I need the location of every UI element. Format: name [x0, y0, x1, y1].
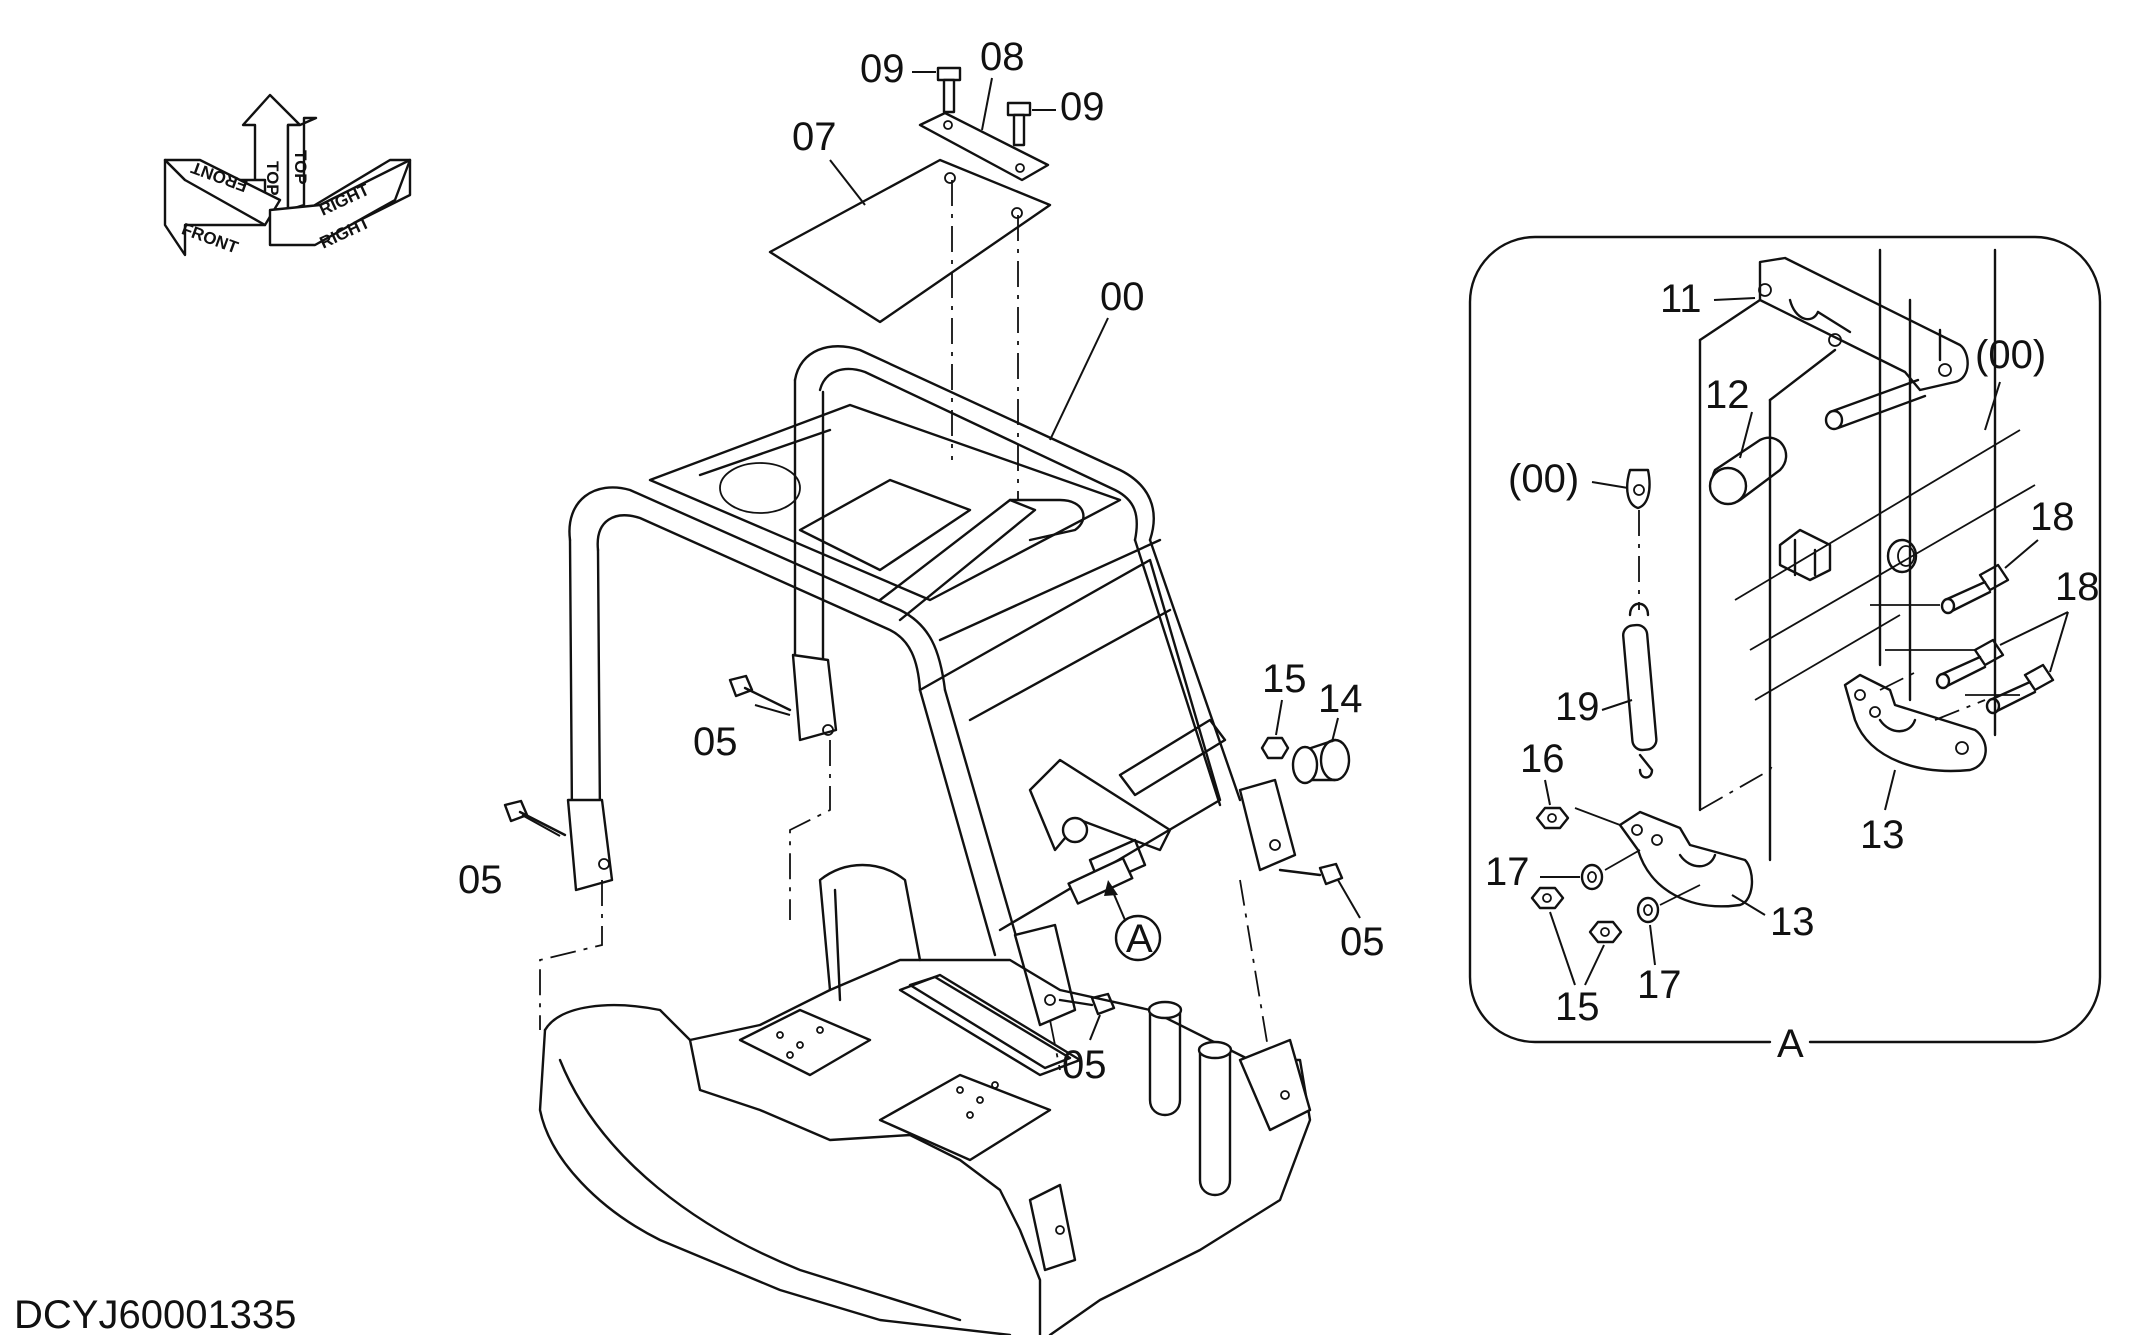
handle-grip	[1708, 436, 1788, 506]
drawing-code: DCYJ60001335	[14, 1293, 296, 1335]
part-label-00: 00	[1100, 275, 1145, 319]
leader-line	[1584, 944, 1605, 986]
leader-line	[1984, 381, 2001, 431]
leader-line	[1049, 317, 1109, 441]
assembly-line	[1879, 669, 1921, 691]
part-label-15: 15	[1262, 657, 1307, 701]
part-label-18: 18	[2030, 495, 2075, 539]
assembly-line	[1768, 348, 1837, 402]
leader-line	[1999, 611, 2069, 646]
bolt-icon	[1006, 101, 1032, 147]
leader-line	[2004, 539, 2039, 569]
leader-line	[521, 814, 561, 837]
detail-a-callout: A	[1104, 880, 1162, 962]
part-label-08: 08	[980, 35, 1025, 79]
detail-a-callout-letter: A	[1126, 917, 1153, 961]
assembly-line	[1604, 849, 1641, 871]
lock-block	[1778, 528, 1832, 582]
assembly-line	[1734, 429, 2021, 601]
assembly-line	[1934, 699, 1986, 721]
part-label-07: 07	[792, 115, 837, 159]
tension-spring	[1622, 602, 1658, 779]
assembly-line	[1574, 807, 1621, 826]
part-label-05: 05	[1062, 1043, 1107, 1087]
nut-icon	[1260, 736, 1290, 760]
leader-line	[1591, 481, 1629, 489]
part-label-00-ref: (00)	[1508, 457, 1579, 501]
lock-pin-knob	[1291, 738, 1351, 785]
lock-bracket-plate	[1758, 256, 1969, 392]
bolt-icon	[1278, 862, 1344, 886]
clamp-half	[1843, 673, 1987, 773]
leader-line	[1544, 779, 1551, 806]
part-label-14: 14	[1318, 677, 1363, 721]
leader-line	[1549, 911, 1576, 986]
part-label-12: 12	[1705, 373, 1750, 417]
part-label-13: 13	[1770, 900, 1815, 944]
orientation-arrows-icon: FRONT FRONT TOP TOP RIGHT RIGHT	[163, 93, 412, 257]
leader-line	[1731, 894, 1766, 916]
leader-line	[2049, 611, 2069, 673]
leader-line	[1275, 699, 1283, 736]
bolt-icon	[728, 674, 792, 712]
assembly-line	[1749, 484, 2036, 651]
nut-icon	[1588, 920, 1623, 944]
part-label-19: 19	[1555, 685, 1600, 729]
assembly-line	[1659, 884, 1701, 906]
bolt-icon	[936, 66, 962, 114]
lock-mechanism	[1028, 718, 1227, 905]
leader-line	[1739, 411, 1753, 459]
leader-line	[1713, 297, 1756, 301]
clamp-half	[1618, 810, 1754, 908]
nut-icon	[1535, 806, 1570, 830]
part-label-09: 09	[860, 47, 905, 91]
part-label-00-ref: (00)	[1975, 333, 2046, 377]
bolt-icon	[1985, 663, 2055, 715]
leader-line	[1331, 717, 1339, 743]
assembly-line	[1698, 298, 1762, 342]
spring-hook	[1626, 468, 1651, 510]
top-direction-label: TOP	[263, 161, 282, 196]
washer-icon	[1580, 863, 1604, 891]
leader-line	[1089, 1014, 1101, 1041]
bolt-icon	[1058, 992, 1116, 1016]
part-label-09: 09	[1060, 85, 1105, 129]
part-label-16: 16	[1520, 737, 1565, 781]
nut-icon	[1530, 886, 1565, 910]
assembly-line	[1754, 614, 1901, 701]
part-label-05: 05	[458, 858, 503, 902]
part-label-17: 17	[1637, 963, 1682, 1007]
assembly-line	[539, 880, 603, 1030]
bolt-icon	[503, 799, 567, 837]
leader-line	[1884, 769, 1896, 811]
leader-line	[754, 704, 791, 716]
detail-a-frame	[1468, 235, 2102, 1044]
mounting-strip	[918, 111, 1050, 182]
part-label-05: 05	[1340, 920, 1385, 964]
top-direction-label-mirror: TOP	[291, 150, 310, 185]
assembly-line	[789, 740, 831, 920]
part-label-05: 05	[693, 720, 738, 764]
washer-icon	[1636, 896, 1660, 924]
roll-bar-frame	[566, 345, 1297, 1027]
assembly-line	[1699, 759, 1776, 811]
bolt-icon	[1935, 638, 2005, 690]
part-label-15: 15	[1555, 985, 1600, 1029]
leader-line	[1649, 924, 1656, 966]
part-label-13: 13	[1860, 813, 1905, 857]
leader-line	[981, 77, 993, 131]
part-label-17: 17	[1485, 850, 1530, 894]
part-label-18: 18	[2055, 565, 2100, 609]
assembly-line	[1239, 879, 1271, 1061]
bolt-icon	[1940, 563, 2010, 615]
machine-base	[538, 863, 1312, 1335]
leader-line	[829, 159, 866, 206]
leader-line	[1337, 879, 1361, 919]
leader-line	[1601, 699, 1633, 711]
part-label-11: 11	[1660, 277, 1702, 321]
top-cover-plate	[768, 158, 1052, 324]
detail-a-letter: A	[1777, 1022, 1804, 1066]
